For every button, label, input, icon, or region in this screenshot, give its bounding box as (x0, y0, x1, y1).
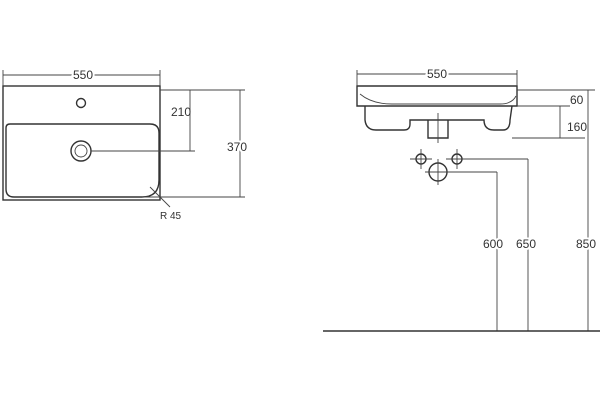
plan-view: 550 210 370 R 45 (2, 66, 249, 222)
plan-depth-label: 370 (227, 140, 247, 154)
side-bowl-body (364, 105, 513, 131)
side-inlet-left (410, 149, 432, 169)
side-inlet-height-label: 650 (516, 237, 536, 251)
plan-basin-outline (2, 85, 161, 201)
side-drain-height-label: 600 (483, 237, 503, 251)
side-rim-height-label: 60 (570, 93, 584, 107)
side-top-height-label: 850 (576, 237, 596, 251)
side-basin-height-label: 160 (567, 120, 587, 134)
side-view: 550 60 160 600 650 (323, 65, 600, 332)
plan-drain-outer (70, 140, 92, 162)
plan-width-label: 550 (73, 68, 93, 82)
side-bowl-top-curve (359, 93, 517, 105)
side-width-label: 550 (427, 67, 447, 81)
plan-tap-offset-label: 210 (171, 105, 191, 119)
plan-drain-inner (74, 144, 88, 158)
plan-radius-leader (149, 186, 171, 208)
plan-radius-label: R 45 (160, 211, 182, 222)
plan-tap-hole (75, 97, 87, 109)
